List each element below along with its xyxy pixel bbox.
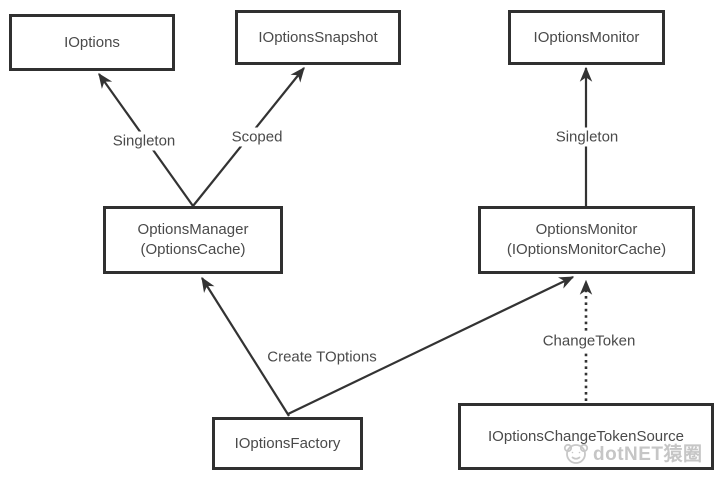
node-ioptions-factory: IOptionsFactory [212,417,363,470]
edge-label-singleton-right: Singleton [551,127,623,147]
node-ioptions-change-token-source: IOptionsChangeTokenSource [458,403,714,470]
node-options-monitor-line2: (IOptionsMonitorCache) [506,241,667,258]
node-ioptions-factory-label: IOptionsFactory [234,434,341,452]
node-ioptions-monitor-label: IOptionsMonitor [533,28,640,46]
node-ioptions: IOptions [9,14,175,71]
edge-label-singleton-left: Singleton [108,131,180,151]
node-ioptions-snapshot: IOptionsSnapshot [235,10,401,65]
node-ioptions-label: IOptions [64,33,120,51]
edge-factory-to-monitor [287,276,575,415]
node-options-monitor: OptionsMonitor (IOptionsMonitorCache) [478,206,695,274]
node-options-manager-line1: OptionsManager [137,221,249,238]
edge-label-scoped: Scoped [227,127,287,147]
edge-label-change-token: ChangeToken [538,331,640,351]
node-options-monitor-line1: OptionsMonitor [535,221,638,238]
edge-label-create-toptions: Create TOptions [263,347,381,367]
node-options-manager-line2: (OptionsCache) [140,241,246,258]
node-ioptions-monitor: IOptionsMonitor [508,10,665,65]
node-ioptions-snapshot-label: IOptionsSnapshot [258,28,378,46]
node-ioptions-change-token-source-label: IOptionsChangeTokenSource [488,427,684,445]
node-options-manager: OptionsManager (OptionsCache) [103,206,283,274]
